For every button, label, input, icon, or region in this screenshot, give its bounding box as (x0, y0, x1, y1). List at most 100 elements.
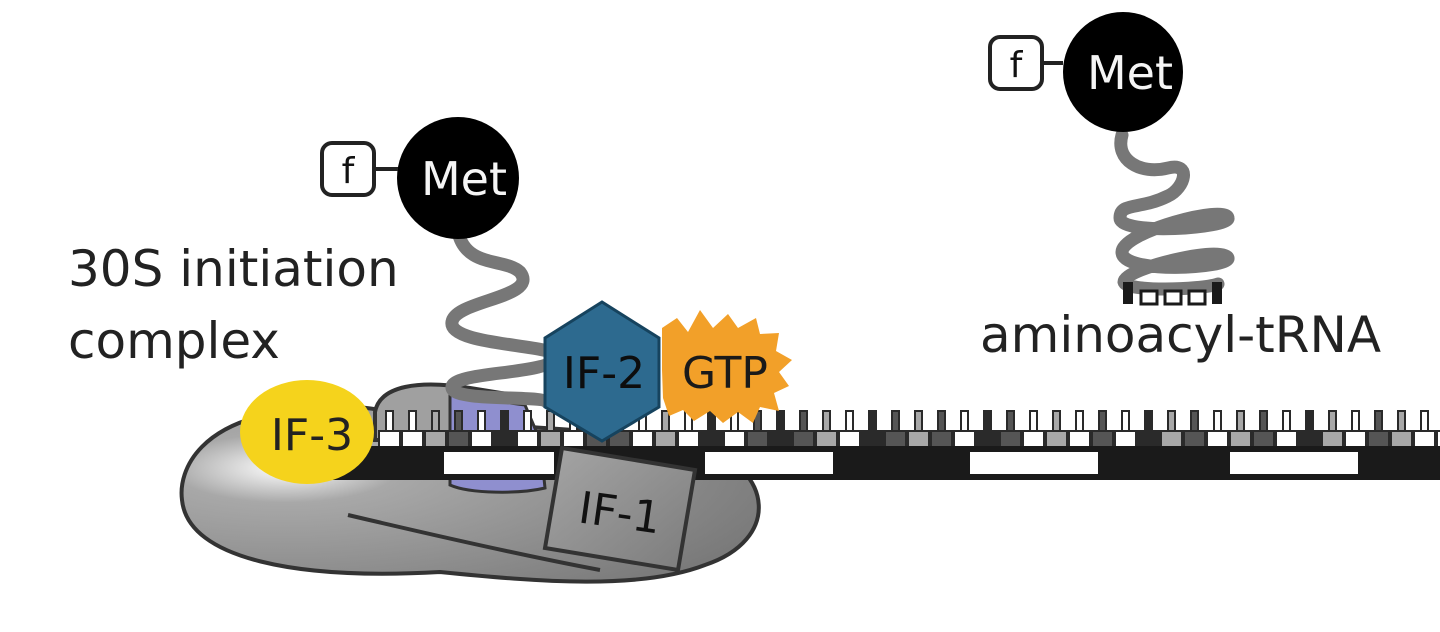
codon-tooth-stem (891, 410, 900, 434)
codon-tooth-stem (1282, 410, 1291, 434)
met-label: Met (1087, 46, 1173, 100)
codon-tooth-foot (424, 430, 447, 448)
codon-tooth-foot (1321, 430, 1344, 448)
if3-factor: IF-3 (240, 380, 374, 484)
met-label: Met (421, 152, 507, 206)
codon-tooth-stem (1397, 410, 1406, 434)
formyl-label: f (342, 151, 356, 192)
codon-tooth-foot (1137, 430, 1160, 448)
mrna-segment (705, 452, 833, 474)
codon-tooth-foot (884, 430, 907, 448)
codon-tooth-stem (1006, 410, 1015, 434)
if3-label: IF-3 (271, 410, 353, 461)
codon-tooth-stem (546, 410, 555, 434)
codon-tooth-stem (431, 410, 440, 434)
codon-tooth-stem (477, 410, 486, 434)
codon-tooth-stem (1075, 410, 1084, 434)
trna-stem (445, 225, 562, 409)
gtp-label: GTP (682, 348, 768, 399)
anticodon-base (1123, 282, 1133, 304)
codon-tooth-foot (378, 430, 401, 448)
gtp-molecule: GTP (662, 310, 792, 423)
codon-tooth-foot (493, 430, 516, 448)
codon-tooth-foot (1252, 430, 1275, 448)
codon-tooth-foot (815, 430, 838, 448)
initiator-trna-bound: Met f (320, 117, 562, 409)
codon-tooth-stem (1029, 410, 1038, 434)
met-ball (397, 117, 519, 239)
codon-tooth-foot (861, 430, 884, 448)
mrna-segment (1230, 452, 1358, 474)
codon-tooth-foot (1068, 430, 1091, 448)
subunit-groove (347, 513, 601, 572)
anticodon-base (1187, 289, 1207, 306)
codon-tooth-foot (1436, 430, 1440, 448)
codon-tooth-foot (746, 430, 769, 448)
codon-tooth-foot (1114, 430, 1137, 448)
codon-tooth-foot (654, 430, 677, 448)
if2-label: IF-2 (563, 348, 645, 399)
codon-tooth-stem (385, 410, 394, 434)
codon-tooth-foot (1275, 430, 1298, 448)
codon-tooth-stem (822, 410, 831, 434)
codon-tooth-foot (700, 430, 723, 448)
codon-tooth-foot (539, 430, 562, 448)
codon-tooth-foot (792, 430, 815, 448)
codon-tooth-stem (1374, 410, 1383, 434)
codon-tooth-stem (1236, 410, 1245, 434)
codon-tooth-foot (470, 430, 493, 448)
codon-tooth-foot (1183, 430, 1206, 448)
codon-tooth-stem (661, 410, 670, 434)
codon-tooth-stem (799, 410, 808, 434)
codon-tooth-foot (1022, 430, 1045, 448)
codon-tooth-foot (1390, 430, 1413, 448)
anticodon-base (1163, 289, 1183, 306)
codon-tooth-foot (1160, 430, 1183, 448)
codon-tooth-foot (1206, 430, 1229, 448)
codon-tooth-stem (937, 410, 946, 434)
codon-tooth-stem (500, 410, 509, 434)
codon-tooth-foot (1344, 430, 1367, 448)
codon-tooth-foot (401, 430, 424, 448)
codon-tooth-stem (960, 410, 969, 434)
codon-tooth-stem (845, 410, 854, 434)
codon-tooth-foot (677, 430, 700, 448)
met-ball (1063, 12, 1183, 132)
codon-tooth-foot (1413, 430, 1436, 448)
mrna-segment (444, 452, 554, 474)
aminoacyl-trna: Met f (988, 12, 1235, 306)
codon-tooth-foot (999, 430, 1022, 448)
codon-tooth-stem (776, 410, 785, 434)
codon-tooth-stem (1213, 410, 1222, 434)
codon-tooth-foot (907, 430, 930, 448)
codon-tooth-stem (1420, 410, 1429, 434)
aminoacyl-trna-label: aminoacyl-tRNA (980, 306, 1381, 364)
codon-tooth-stem (1144, 410, 1153, 434)
complex-label-line1: 30S initiation (68, 240, 399, 298)
codon-tooth-stem (1098, 410, 1107, 434)
codon-tooth-foot (953, 430, 976, 448)
codon-tooth-foot (516, 430, 539, 448)
codon-tooth-foot (631, 430, 654, 448)
if1-label: IF-1 (576, 483, 664, 545)
anticodon-base (1212, 282, 1222, 304)
codon-tooth-foot (1091, 430, 1114, 448)
mrna-segment (970, 452, 1098, 474)
anticodon-base (1139, 289, 1159, 306)
codon-tooth-foot (930, 430, 953, 448)
codon-tooth-foot (838, 430, 861, 448)
formyl-label: f (1010, 45, 1024, 86)
codon-tooth-stem (1167, 410, 1176, 434)
codon-tooth-stem (1259, 410, 1268, 434)
if1-factor: IF-1 (542, 445, 698, 573)
codon-tooth-stem (983, 410, 992, 434)
codon-tooth-foot (1298, 430, 1321, 448)
codon-tooth-foot (447, 430, 470, 448)
codon-tooth-stem (1305, 410, 1314, 434)
codon-tooth-foot (1045, 430, 1068, 448)
codon-tooth-stem (1121, 410, 1130, 434)
codon-tooth-stem (1052, 410, 1061, 434)
complex-label-line2: complex (68, 312, 280, 370)
codon-tooth-stem (523, 410, 532, 434)
